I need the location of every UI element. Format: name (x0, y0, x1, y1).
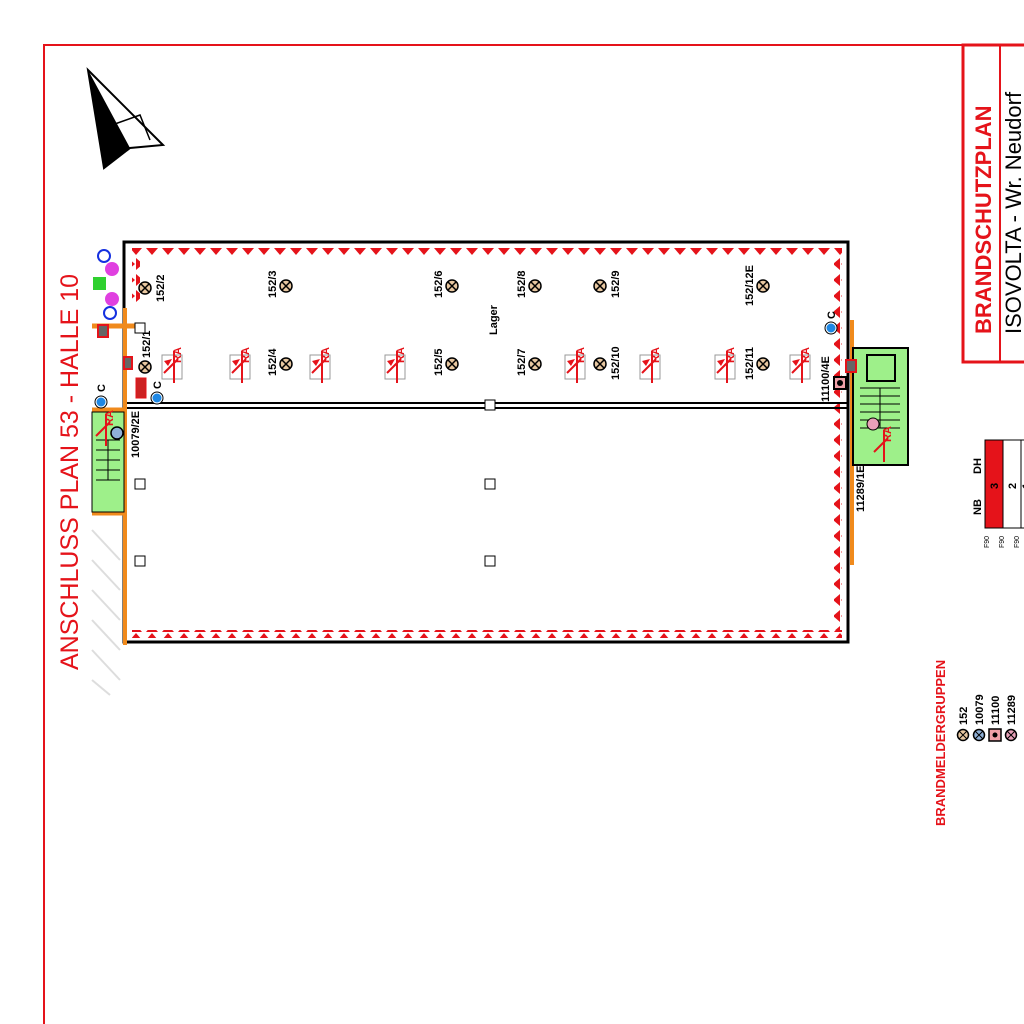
label-text: C (152, 381, 164, 389)
legend-title: BRANDMELDERGRUPPEN (933, 660, 948, 826)
detector: 152/3 (267, 270, 293, 298)
label-text: 3 (989, 483, 1001, 489)
zone-label-right-stair: 11289/1E (855, 466, 867, 513)
label-text: RA (575, 347, 587, 363)
sheet-border (43, 44, 1024, 1024)
label-text: 11100 (990, 696, 1002, 725)
level-table: NB DH 3 2 1 F90 F90 F90 (972, 439, 1024, 548)
zone-label-left-stair: 10079/2E (130, 411, 142, 458)
label-text: F90 (984, 536, 991, 548)
hatch-area (91, 529, 121, 696)
label-text: RA (395, 347, 407, 363)
label-text: 152/12E (744, 265, 756, 306)
detector: 152/12E (744, 265, 770, 306)
detector: 152/9 (593, 270, 622, 298)
label-text: RA (650, 347, 662, 363)
plan-title: ANSCHLUSS PLAN 53 - HALLE 10 (56, 274, 84, 670)
label-text: 152/7 (516, 348, 528, 376)
label-text: RA (320, 347, 332, 363)
adjacent-detectors (93, 249, 880, 440)
label-text: 2 (1007, 483, 1019, 489)
title-block: BRANDSCHUTZPLAN ISOVOLTA - Wr. Neudorf (961, 43, 1024, 364)
label-text: C (826, 311, 838, 319)
label-text: F90 (999, 536, 1006, 548)
label-text: 152/10 (610, 346, 622, 380)
label-text: RA (725, 347, 737, 363)
c-detector: C (94, 384, 108, 409)
label-text: 152/6 (433, 270, 445, 298)
room-label: Lager (488, 304, 500, 335)
c-detector: C (824, 311, 838, 335)
legend-item: 11289 (1004, 695, 1018, 742)
label-text: 152/5 (433, 348, 445, 376)
detector: 152/1 (138, 330, 153, 374)
label-text: 152/9 (610, 270, 622, 298)
label-text: RA (240, 347, 252, 363)
north-arrow-icon (86, 67, 166, 170)
label-text: 10079 (974, 694, 986, 725)
detector: 152/4 (267, 348, 293, 376)
title-subtitle: ISOVOLTA - Wr. Neudorf (1001, 91, 1024, 334)
label-text: RA (800, 347, 812, 363)
detector: 152/7 (516, 348, 542, 376)
stairwell-right (852, 347, 909, 466)
label-text: 152/3 (267, 270, 279, 298)
label-text: 11289 (1006, 695, 1018, 725)
c-detector: C (150, 381, 164, 405)
legend: BRANDMELDERGRUPPEN 152 10079 11100 11289 (933, 660, 1018, 826)
detector: 152/6 (433, 270, 459, 298)
label-text: 152/4 (267, 348, 279, 376)
label-text: RA (104, 410, 116, 426)
detector: 152/5 (433, 348, 459, 376)
label-text: DH (972, 458, 984, 474)
detector: 152/11 (744, 347, 770, 380)
zone-label-right-upper: 11100/4E (820, 356, 832, 402)
legend-item: 10079 (972, 694, 986, 742)
label-text: 152/11 (744, 347, 756, 380)
label-text: F90 (1014, 536, 1021, 548)
detector: 152/8 (516, 270, 542, 298)
label-text: 1 (1021, 483, 1024, 489)
label-text: RA (882, 426, 894, 442)
label-text: C (96, 384, 108, 392)
label-text: 152/2 (155, 274, 167, 302)
legend-item: 152 (956, 707, 970, 742)
label-text: 152 (958, 707, 970, 725)
title-heading: BRANDSCHUTZPLAN (971, 105, 996, 334)
label-text: 152/8 (516, 270, 528, 298)
label-text: 152/1 (141, 330, 153, 358)
ra-symbols: RA RA RA RA RA RA RA RA RA RA (95, 347, 894, 462)
label-text: NB (972, 499, 984, 515)
label-text: RA (172, 347, 184, 363)
legend-item: 11100 (988, 696, 1002, 742)
building-hall (92, 240, 854, 645)
detector: 152/2 (138, 274, 167, 302)
detector: 152/10 (593, 346, 622, 380)
